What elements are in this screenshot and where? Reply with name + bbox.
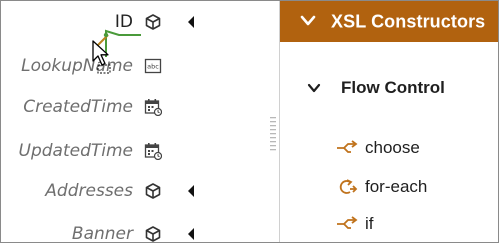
- cube-icon: [145, 183, 161, 199]
- palette-item-label: for-each: [365, 177, 428, 196]
- section-flow-control[interactable]: Flow Control: [280, 73, 498, 103]
- cube-icon: [145, 226, 161, 242]
- palette-item-if[interactable]: if: [280, 210, 498, 238]
- calendar-clock-icon: [144, 99, 162, 116]
- palette-item-label: choose: [365, 138, 420, 157]
- tree-row-label: Banner: [71, 224, 133, 243]
- section-title: Flow Control: [341, 78, 445, 97]
- collapse-caret-icon[interactable]: [187, 185, 195, 197]
- chevron-down-icon[interactable]: [300, 14, 316, 28]
- tree-row-lookupname[interactable]: LookupName abc: [1, 51, 279, 81]
- tree-row-addresses[interactable]: Addresses: [1, 176, 279, 206]
- tree-row-id[interactable]: ID: [1, 7, 279, 37]
- tree-row-createdtime[interactable]: CreatedTime: [1, 92, 279, 122]
- palette-item-for-each[interactable]: for-each: [280, 173, 498, 201]
- drag-cursor-icon: [92, 40, 111, 74]
- text-field-icon: abc: [144, 58, 162, 74]
- cube-icon: [145, 14, 161, 30]
- tree-row-updatedtime[interactable]: UpdatedTime: [1, 136, 279, 166]
- collapse-caret-icon[interactable]: [187, 16, 195, 28]
- palette-item-label: if: [365, 214, 374, 233]
- chevron-down-icon[interactable]: [307, 82, 321, 94]
- tree-row-label: UpdatedTime: [18, 141, 133, 161]
- loop-icon: [339, 179, 358, 194]
- source-tree: ID LookupName abc CreatedTime: [1, 1, 279, 242]
- pane-splitter-grip[interactable]: [269, 117, 277, 153]
- tree-row-banner[interactable]: Banner: [1, 219, 279, 243]
- tree-row-label: CreatedTime: [23, 97, 133, 117]
- calendar-clock-icon: [144, 143, 162, 160]
- svg-text:abc: abc: [147, 63, 159, 71]
- tree-row-label: LookupName: [21, 56, 133, 76]
- branch-icon: [337, 140, 358, 153]
- collapse-caret-icon[interactable]: [187, 228, 195, 240]
- palette-header-title: XSL Constructors: [331, 11, 486, 31]
- palette-item-choose[interactable]: choose: [280, 134, 498, 162]
- tree-row-label: ID: [114, 12, 133, 32]
- palette-header[interactable]: XSL Constructors: [280, 1, 498, 42]
- branch-icon: [337, 216, 358, 229]
- tree-row-label: Addresses: [45, 181, 133, 201]
- constructors-palette: XSL Constructors Flow Control choose for…: [279, 1, 498, 242]
